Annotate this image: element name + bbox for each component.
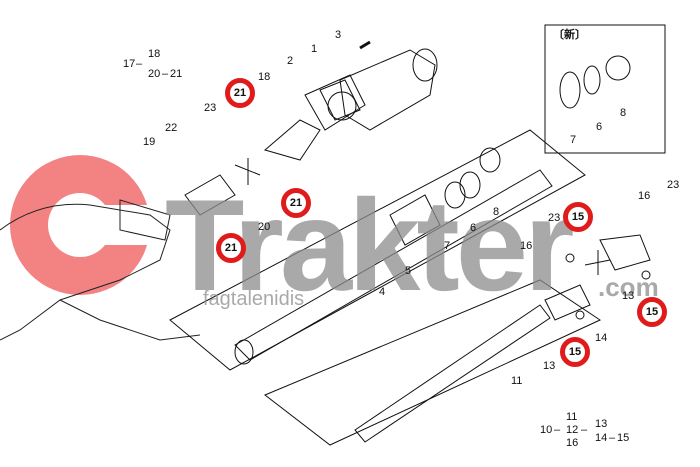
inset-label: 6 [596, 121, 603, 133]
part-label: 13 [622, 290, 635, 302]
part-label: 23 [667, 179, 680, 191]
legend-item: 13 [595, 418, 608, 430]
highlight-badge: 21 [281, 188, 311, 218]
part-label: 19 [143, 136, 156, 148]
highlight-badge: 21 [225, 78, 255, 108]
legend-item: 20 [148, 68, 161, 80]
part-label: 5 [405, 265, 412, 277]
part-label: 7 [444, 240, 451, 252]
part-label: 13 [543, 360, 556, 372]
highlight-badge: 21 [216, 233, 246, 263]
legend-item: 17 [123, 58, 136, 70]
logo-icon [10, 155, 155, 295]
part-label: 16 [638, 190, 651, 202]
part-label: 11 [511, 375, 523, 387]
legend-item: 11 [566, 411, 578, 423]
upper-shaft-group [169, 40, 586, 371]
inset-box [544, 24, 666, 154]
part-label: 18 [258, 71, 271, 83]
part-label: 23 [548, 212, 561, 224]
part-label: 23 [204, 102, 217, 114]
legend-item: 16 [566, 437, 579, 449]
legend-item: 15 [617, 432, 630, 444]
tractor-body-outline [0, 199, 201, 341]
watermark-tagline: fagtalenidis [203, 288, 305, 310]
part-label: 6 [470, 222, 477, 234]
inset-label: 8 [620, 107, 627, 119]
part-label: 3 [335, 29, 342, 41]
highlight-badge: 15 [560, 337, 590, 367]
part-label: 22 [165, 122, 178, 134]
part-label: 1 [311, 43, 318, 55]
legend-item: 18 [148, 48, 161, 60]
lower-shaft-group [264, 234, 651, 446]
part-label: 20 [258, 221, 271, 233]
part-label: 14 [595, 332, 608, 344]
legend-item: 21 [170, 68, 183, 80]
part-label: 4 [379, 286, 386, 298]
part-label: 16 [520, 240, 533, 252]
highlight-badge: 15 [637, 297, 667, 327]
legend-item: 12 [566, 424, 579, 436]
highlight-badge: 15 [563, 202, 593, 232]
part-label: 2 [287, 55, 294, 67]
inset-label: 7 [570, 134, 577, 146]
legend-item: 14 [595, 432, 608, 444]
part-label: 8 [493, 206, 500, 218]
legend-item: 10 [540, 424, 553, 436]
inset-title: 〔新〕 [553, 29, 586, 41]
